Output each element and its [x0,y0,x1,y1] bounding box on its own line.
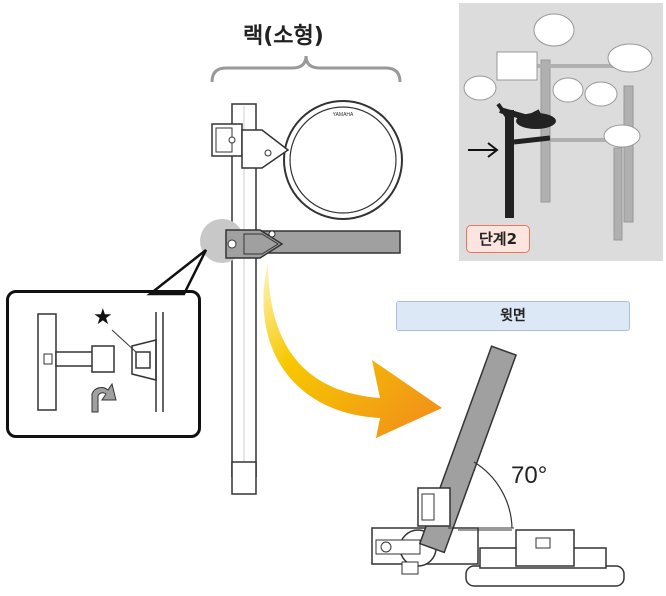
detail-callout-box [6,290,201,438]
diagram-title: 랙(소형) [243,24,324,49]
detail-illustration [37,312,164,412]
upper-clamp [211,123,290,169]
pointer-arrow-icon [468,142,499,158]
top-view-label: 윗면 [396,301,630,331]
lower-clamp [225,229,284,259]
inset-illustration [463,13,653,241]
detail-callout-wedge [146,249,208,296]
top-view-assembly [371,345,625,587]
drum-pad: YAMAHA [283,100,403,220]
drum-pad-brand: YAMAHA [333,112,354,118]
rotate-arrow-icon [91,382,117,413]
angle-label: 70° [511,462,548,489]
step-badge: 단계2 [466,225,530,253]
rack-width-bracket [210,55,402,83]
curved-arrow-icon [263,262,442,438]
angle-arc [473,461,513,529]
star-icon: ★ [93,304,113,329]
